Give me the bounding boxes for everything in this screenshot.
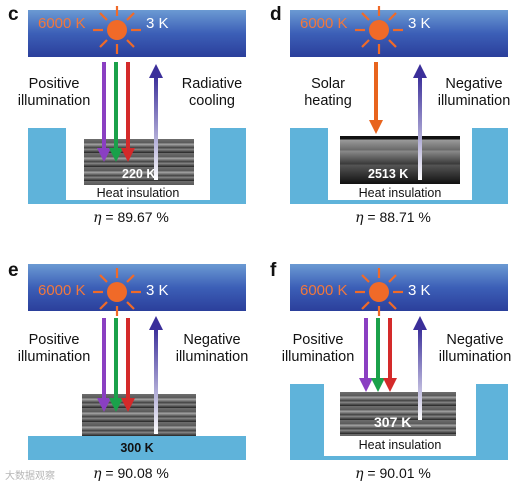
efficiency-label: η = 90.08 % (93, 465, 169, 482)
left-process-label: Positive illumination (281, 332, 355, 365)
space-temperature: 3 K (146, 282, 169, 299)
negative-illumination-arrow (149, 316, 163, 434)
absorber-temperature: 307 K (374, 414, 412, 430)
heat-insulation-label: Heat insulation (96, 186, 180, 200)
sun-temperature: 6000 K (38, 15, 86, 32)
panel-letter: c (8, 4, 19, 25)
panel-letter: d (270, 4, 282, 25)
panel-c: c 6000 K 3 K 220 K Heat insulation Posit… (6, 0, 256, 230)
sky-band (28, 264, 246, 311)
absorber-temperature: 220 K (122, 167, 156, 181)
sun-temperature: 6000 K (38, 282, 86, 299)
right-process-label: Radiative cooling (181, 76, 243, 109)
watermark: 大数据观察 (5, 471, 55, 482)
multilayer-absorber (340, 136, 460, 184)
sun-icon (355, 6, 403, 54)
panel-f: f 6000 K 3 K 307 K Heat insulation Posit… (268, 256, 518, 486)
space-temperature: 3 K (146, 15, 169, 32)
positive-illumination-arrows (359, 318, 397, 392)
negative-illumination-arrow (413, 64, 427, 180)
sun-temperature: 6000 K (300, 282, 348, 299)
sky-band (290, 10, 508, 57)
heat-insulation-label: Heat insulation (358, 438, 442, 452)
ground-block (28, 436, 246, 460)
panel-e: e 6000 K 3 K 300 K Positive illumination… (6, 256, 256, 486)
left-process-label: Positive illumination (17, 76, 91, 109)
space-temperature: 3 K (408, 15, 431, 32)
space-temperature: 3 K (408, 282, 431, 299)
left-process-label: Positive illumination (17, 332, 91, 365)
ground-temperature: 300 K (120, 441, 154, 455)
right-process-label: Negative illumination (438, 332, 512, 365)
right-process-label: Negative illumination (175, 332, 249, 365)
panel-d: d 6000 K 3 K 2513 K Heat insulation Sola… (268, 0, 518, 230)
radiative-cooling-arrow (149, 64, 163, 180)
radiation-arrows (359, 316, 427, 420)
sky-band (28, 10, 246, 57)
efficiency-label: η = 88.71 % (355, 209, 431, 226)
solar-heating-arrow (369, 62, 383, 134)
negative-illumination-arrow (413, 316, 427, 420)
multilayer-absorber (340, 392, 456, 436)
sun-icon (93, 6, 141, 54)
radiation-arrows (369, 62, 427, 180)
efficiency-label: η = 90.01 % (355, 465, 431, 482)
sun-icon (355, 268, 403, 316)
left-process-label: Solar heating (304, 76, 352, 109)
sun-icon (93, 268, 141, 316)
sun-temperature: 6000 K (300, 15, 348, 32)
heat-insulation-label: Heat insulation (358, 186, 442, 200)
efficiency-label: η = 89.67 % (93, 209, 169, 226)
radiation-arrows (97, 316, 163, 434)
absorber-temperature: 2513 K (368, 167, 409, 181)
sky-band (290, 264, 508, 311)
positive-illumination-arrows (97, 318, 135, 412)
panel-letter: e (8, 260, 19, 281)
radiation-arrows (97, 62, 163, 180)
positive-illumination-arrows (97, 62, 135, 162)
panel-letter: f (270, 260, 277, 281)
right-process-label: Negative illumination (437, 76, 511, 109)
